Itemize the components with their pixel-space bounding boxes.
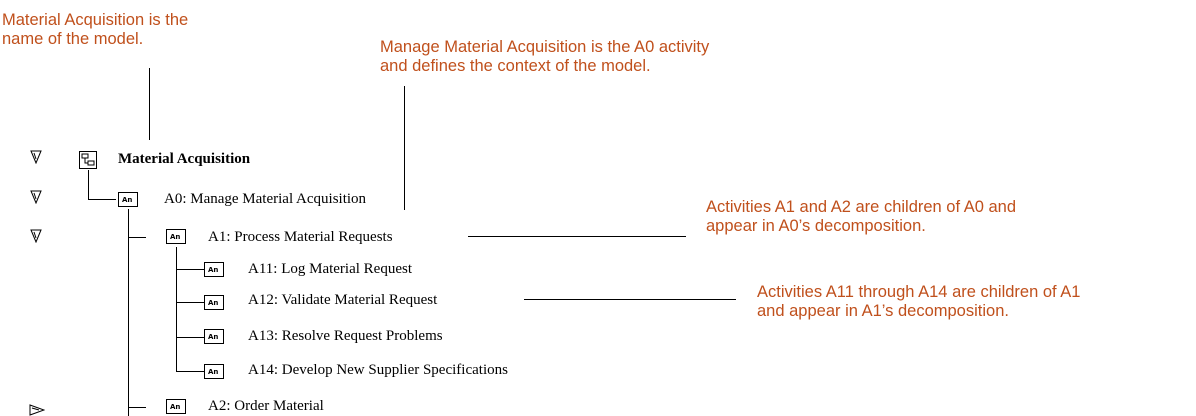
tree-node-a2[interactable]: A2: Order Material (208, 398, 324, 414)
activity-icon-text: An (208, 333, 219, 341)
activity-icon: An (204, 262, 224, 277)
model-icon (79, 151, 97, 169)
annotation-line: and appear in A1’s decomposition. (757, 302, 1009, 320)
callout-line-a12 (524, 299, 736, 300)
tree-node-a13[interactable]: A13: Resolve Request Problems (248, 328, 443, 344)
annotation-line: appear in A0’s decomposition. (706, 217, 926, 235)
activity-icon-text: An (122, 196, 133, 204)
annotation-line: and defines the context of the model. (380, 57, 651, 75)
annotation-a0-activity: Manage Material Acquisition is the A0 ac… (380, 38, 709, 76)
activity-icon: An (204, 329, 224, 344)
tree-line (88, 170, 89, 200)
tree-line (176, 302, 204, 303)
tree-node-a0[interactable]: A0: Manage Material Acquisition (164, 191, 367, 207)
activity-icon-text: An (208, 368, 219, 376)
activity-icon-text: An (170, 403, 181, 411)
annotation-line: name of the model. (2, 30, 144, 48)
collapse-arrow-a1-icon[interactable] (30, 229, 42, 243)
tree-line (128, 209, 129, 416)
activity-icon: An (204, 295, 224, 310)
callout-line-a1 (468, 236, 686, 237)
tree-line (88, 199, 116, 200)
callout-line-a0 (404, 86, 405, 210)
collapse-arrow-a0-icon[interactable] (30, 190, 42, 204)
annotation-a11-a14-children: Activities A11 through A14 are children … (757, 283, 1080, 321)
model-root-label[interactable]: Material Acquisition (118, 151, 251, 167)
activity-icon: An (166, 229, 186, 244)
activity-icon-text: An (208, 299, 219, 307)
tree-line (128, 407, 146, 408)
tree-line (128, 237, 146, 238)
annotation-line: Manage Material Acquisition is the A0 ac… (380, 38, 710, 56)
tree-node-a11[interactable]: A11: Log Material Request (248, 261, 412, 277)
collapse-arrow-root-icon[interactable] (30, 150, 42, 164)
tree-node-a12[interactable]: A12: Validate Material Request (248, 292, 438, 308)
callout-line-model-name (149, 68, 150, 140)
annotation-a1-a2-children: Activities A1 and A2 are children of A0 … (706, 198, 1016, 236)
activity-icon: An (204, 364, 224, 379)
activity-icon: An (166, 399, 186, 414)
tree-line (176, 371, 204, 372)
annotation-model-name: Material Acquisition is the name of the … (2, 11, 188, 49)
tree-line (176, 337, 204, 338)
expand-arrow-a2-icon[interactable] (29, 404, 45, 416)
tree-line (176, 247, 177, 372)
tree-line (176, 269, 204, 270)
tree-node-a14[interactable]: A14: Develop New Supplier Specifications (248, 362, 508, 378)
activity-icon-text: An (208, 266, 219, 274)
annotation-line: Activities A1 and A2 are children of A0 … (706, 198, 1017, 216)
tree-node-a1[interactable]: A1: Process Material Requests (208, 229, 393, 245)
activity-icon: An (118, 192, 138, 207)
annotation-line: Material Acquisition is the (2, 11, 189, 29)
activity-icon-text: An (170, 233, 181, 241)
annotation-line: Activities A11 through A14 are children … (757, 283, 1081, 301)
